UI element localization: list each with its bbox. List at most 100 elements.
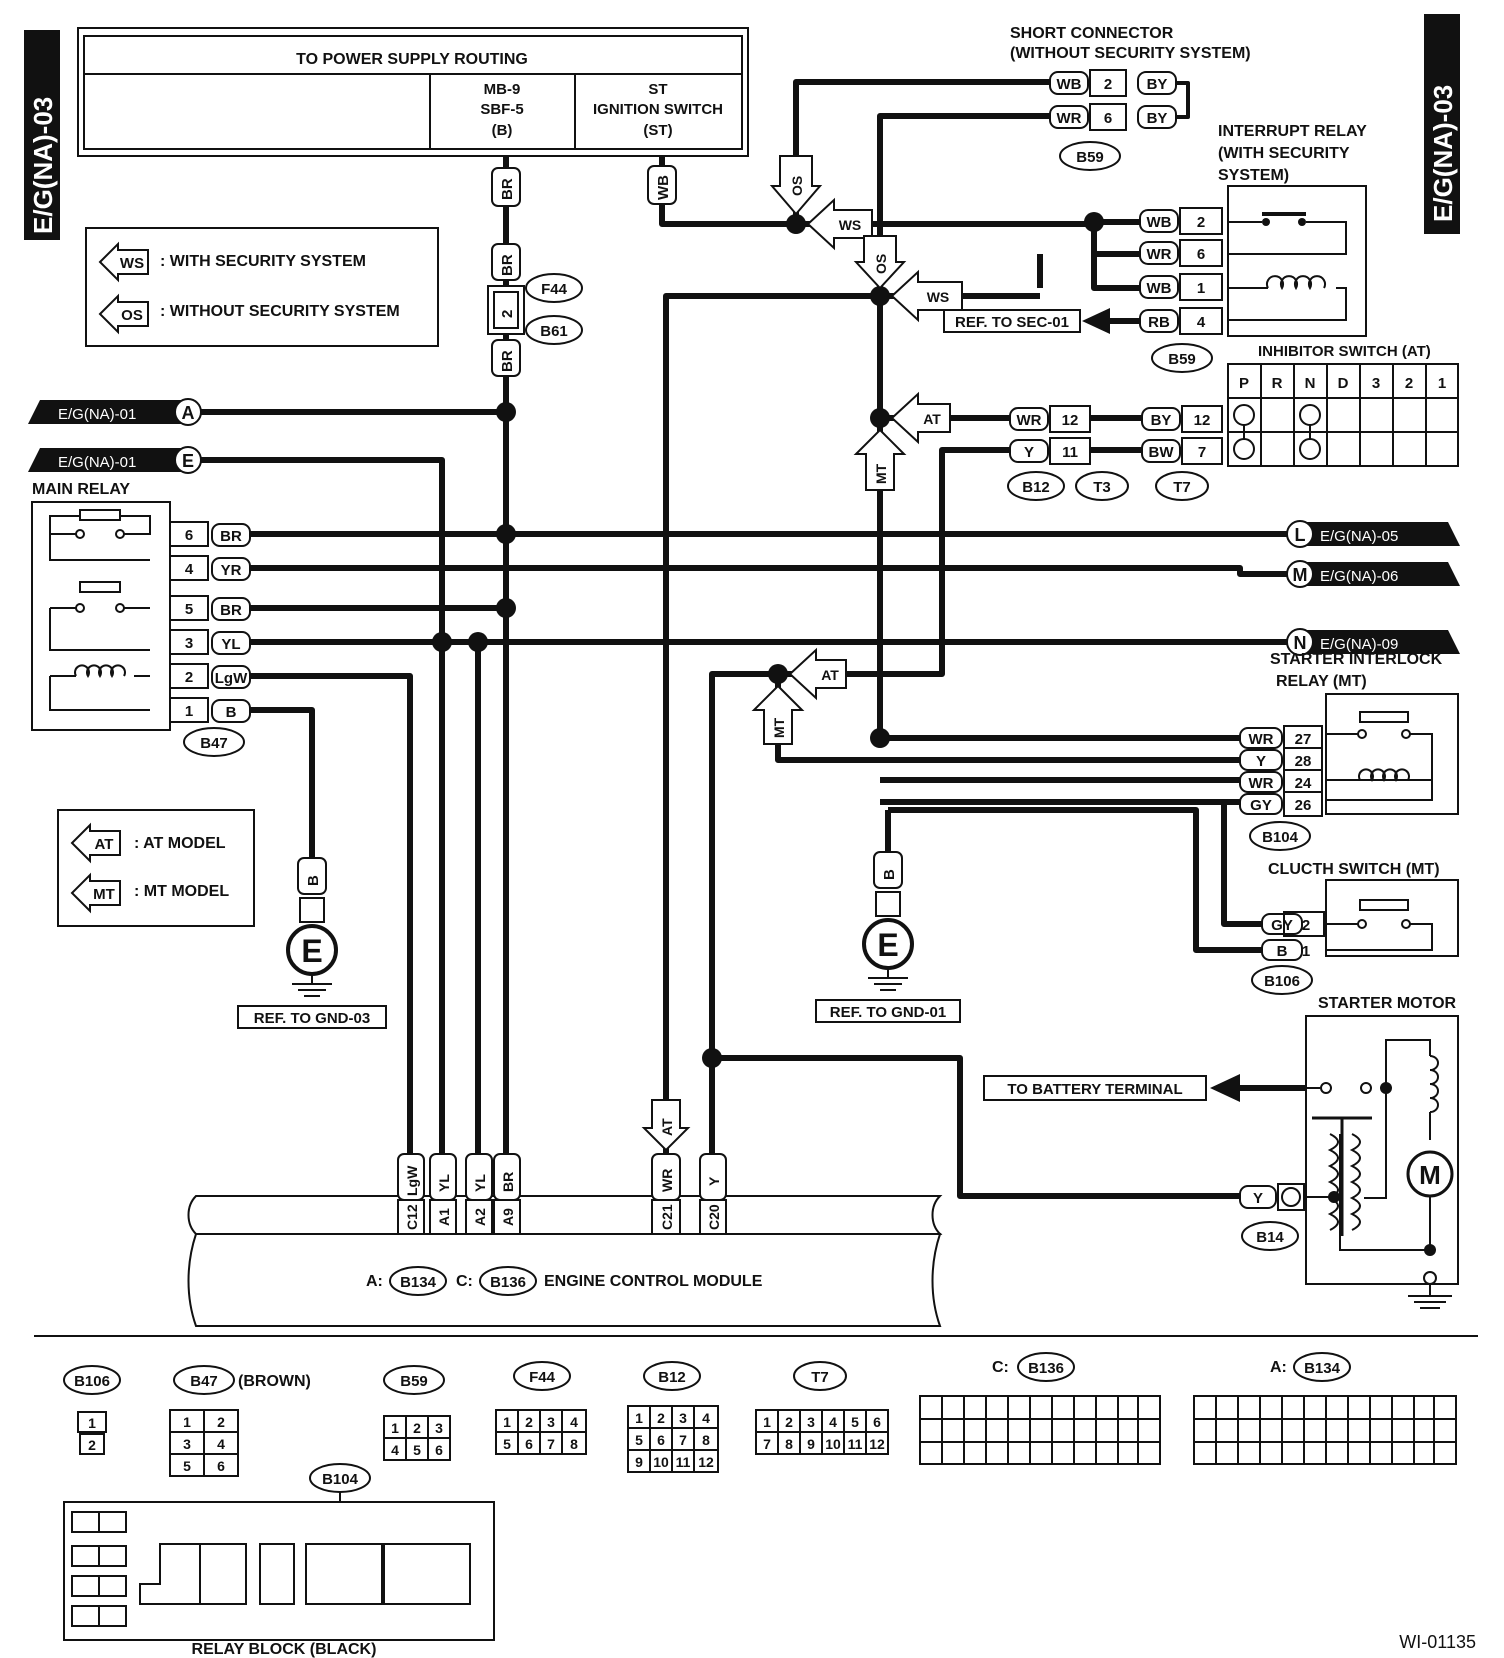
svg-text:STARTER INTERLOCK: STARTER INTERLOCK	[1270, 651, 1443, 668]
svg-text:1: 1	[183, 1414, 191, 1430]
inhibitor-switch: INHIBITOR SWITCH (AT) P R N D 3 2 1 WR 1…	[1007, 343, 1459, 501]
svg-text:4: 4	[185, 561, 194, 578]
svg-text:BR: BR	[500, 1172, 516, 1192]
relay-block: B104 RELAY BLOCK (BLACK)	[63, 1463, 495, 1658]
svg-text:MAIN RELAY: MAIN RELAY	[32, 481, 130, 498]
svg-text:B: B	[1277, 943, 1288, 960]
svg-text:2: 2	[1302, 917, 1310, 934]
svg-text:12: 12	[1194, 412, 1211, 429]
svg-text:1: 1	[1302, 943, 1310, 960]
starter-motor: STARTER MOTOR M TO BATTERY TERMINAL Y B1…	[983, 995, 1459, 1309]
at-arrow-3: AT	[641, 1099, 691, 1152]
svg-text:E: E	[301, 933, 322, 969]
mt-arrow-2: MT	[751, 684, 805, 745]
svg-text:N: N	[1305, 375, 1316, 392]
offpage-n: N E/G(NA)-09	[1286, 628, 1460, 656]
ref-sec-01: REF. TO SEC-01	[955, 314, 1069, 331]
svg-text:E/G(NA)-09: E/G(NA)-09	[1320, 636, 1398, 653]
os-arrow-1: OS	[769, 155, 823, 216]
svg-text:AT: AT	[821, 667, 839, 683]
svg-text:5: 5	[413, 1442, 421, 1458]
svg-text:C:: C:	[456, 1273, 473, 1290]
svg-text:24: 24	[1295, 775, 1312, 792]
svg-text:Y: Y	[1024, 444, 1034, 461]
ecm-pin-c21: WR C21	[651, 1153, 681, 1235]
svg-text:YL: YL	[436, 1174, 452, 1192]
wire-tag-br: BR	[491, 167, 521, 207]
svg-text:2: 2	[499, 310, 516, 318]
svg-text:3: 3	[183, 1436, 191, 1452]
power-supply-title: TO POWER SUPPLY ROUTING	[296, 51, 528, 68]
svg-text:7: 7	[1198, 444, 1206, 461]
svg-text:C:: C:	[992, 1359, 1009, 1376]
ws-arrow-2: WS	[890, 269, 963, 323]
svg-text:INHIBITOR SWITCH (AT): INHIBITOR SWITCH (AT)	[1258, 343, 1431, 360]
svg-text:A: A	[182, 403, 195, 423]
svg-text:B14: B14	[1256, 1229, 1284, 1246]
svg-text:AT: AT	[659, 1118, 675, 1136]
ground-right: B E REF. TO GND-01	[815, 851, 961, 1023]
svg-text:T7: T7	[811, 1369, 829, 1386]
ecm-pin-c20: Y C20	[699, 1153, 727, 1235]
svg-text:6: 6	[217, 1458, 225, 1474]
connector-view-b12: B12 1 2 3 4 5 6 7 8 9 10 11 12	[627, 1361, 719, 1473]
svg-text:4: 4	[702, 1410, 710, 1426]
svg-text:MT: MT	[873, 463, 889, 484]
svg-text:B: B	[881, 869, 898, 880]
svg-text:27: 27	[1295, 731, 1312, 748]
svg-text:26: 26	[1295, 797, 1312, 814]
svg-text:C21: C21	[659, 1204, 675, 1230]
svg-text:(WITHOUT SECURITY SYSTEM): (WITHOUT SECURITY SYSTEM)	[1010, 45, 1251, 62]
ecm-pin-a2: YL A2	[465, 1153, 493, 1235]
starter-interlock-relay: STARTER INTERLOCK RELAY (MT) WR 27 Y 28 …	[1239, 651, 1459, 851]
svg-text:2: 2	[217, 1414, 225, 1430]
svg-text:C20: C20	[706, 1204, 722, 1230]
svg-text:INTERRUPT RELAY: INTERRUPT RELAY	[1218, 123, 1367, 140]
svg-text:2: 2	[1405, 375, 1413, 392]
svg-text:B12: B12	[1022, 479, 1050, 496]
svg-text:Y: Y	[706, 1176, 722, 1186]
ecm-pin-a9: BR A9	[493, 1153, 521, 1235]
svg-text:WB: WB	[655, 175, 672, 200]
svg-text:2: 2	[525, 1414, 533, 1430]
svg-text:2: 2	[1197, 214, 1205, 231]
svg-text:A1: A1	[436, 1208, 452, 1226]
at-arrow-2: AT	[788, 647, 847, 701]
svg-text:1: 1	[391, 1420, 399, 1436]
svg-text:7: 7	[763, 1436, 771, 1452]
svg-text:2: 2	[413, 1420, 421, 1436]
os-arrow-2: OS	[853, 235, 907, 290]
clutch-switch: CLUCTH SWITCH (MT) GY 2 B 1 B106	[1251, 861, 1459, 995]
svg-text:7: 7	[679, 1432, 687, 1448]
svg-text:WS: WS	[927, 289, 950, 305]
svg-text:A2: A2	[472, 1208, 488, 1226]
svg-text:MT: MT	[771, 717, 787, 738]
svg-text:1: 1	[1197, 280, 1205, 297]
connector-view-b136: C: B136	[919, 1352, 1161, 1465]
offpage-m: M E/G(NA)-06	[1286, 560, 1460, 588]
svg-text:3: 3	[547, 1414, 555, 1430]
connector-view-b59: B59 1 2 3 4 5 6	[383, 1365, 451, 1461]
svg-text:BY: BY	[1151, 412, 1172, 429]
short-connector: SHORT CONNECTOR (WITHOUT SECURITY SYSTEM…	[1010, 25, 1251, 171]
connector-view-f44: F44 1 2 3 4 5 6 7 8	[495, 1361, 587, 1455]
svg-text:P: P	[1239, 375, 1249, 392]
svg-text:WR: WR	[1249, 731, 1274, 748]
svg-text:E/G(NA)-06: E/G(NA)-06	[1320, 568, 1398, 585]
svg-text:LgW: LgW	[215, 670, 248, 687]
connector-view-b106: B106 1 2	[63, 1365, 121, 1455]
power-supply-box: TO POWER SUPPLY ROUTING MB-9 SBF-5 (B) S…	[77, 27, 749, 157]
svg-text:E/G(NA)-01: E/G(NA)-01	[58, 454, 136, 471]
svg-text:2: 2	[185, 669, 193, 686]
offpage-e: E/G(NA)-01 E	[28, 446, 202, 474]
svg-text:9: 9	[635, 1454, 643, 1470]
page-code-left: E/G(NA)-03	[24, 30, 60, 240]
ecm-pin-c12: LgW C12	[397, 1153, 425, 1235]
svg-text:WB: WB	[1057, 76, 1082, 93]
svg-text:LgW: LgW	[404, 1165, 420, 1196]
svg-text:B134: B134	[1304, 1360, 1341, 1377]
svg-text:YL: YL	[472, 1174, 488, 1192]
svg-text:RELAY (MT): RELAY (MT)	[1276, 673, 1367, 690]
svg-text:1: 1	[1438, 375, 1446, 392]
engine-control-module: LgW C12 YL A1 YL A2 BR A9 WR C21	[187, 1153, 943, 1327]
